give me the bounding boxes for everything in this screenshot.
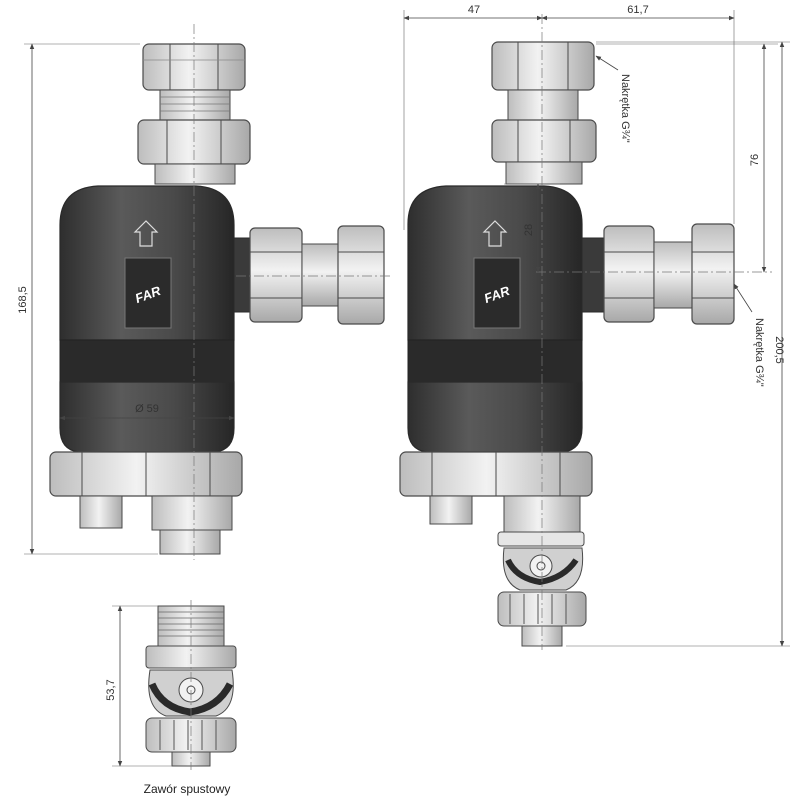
drain-height-label: 53,7 <box>105 679 117 700</box>
top-thread <box>159 89 231 121</box>
width-left-label: 47 <box>468 4 480 16</box>
brand-logo: FAR <box>124 257 172 329</box>
flow-arrow-icon <box>133 220 159 247</box>
height-dimension-front: 168,5 <box>17 43 158 555</box>
bottom-nut <box>49 451 243 497</box>
body-band <box>59 339 235 383</box>
bottom-stem <box>159 529 221 555</box>
height-total-dimension: 200,5 <box>566 41 790 647</box>
height-76-label: 76 <box>749 154 761 166</box>
height-total-label: 200,5 <box>773 336 785 364</box>
side-top-nut-upper <box>491 41 595 91</box>
drain-handle <box>148 682 234 716</box>
side-body-lower <box>407 381 583 453</box>
side-drain-valve <box>497 531 587 647</box>
side-brand-logo: FAR <box>473 257 521 329</box>
diameter-label: Ø 59 <box>135 403 159 415</box>
side-bottom-nut <box>399 451 593 497</box>
side-bottom-plug <box>429 495 473 525</box>
front-view: FAR Ø 59 168,5 <box>17 24 392 560</box>
body-lower <box>59 381 235 453</box>
side-view: FAR <box>399 4 790 650</box>
side-top-collar <box>505 161 583 185</box>
offset-28-label: 28 <box>523 224 535 236</box>
side-top-nut-lower <box>491 119 597 163</box>
side-body-port <box>581 237 605 313</box>
nut-side-label: Nakrętka G¾" <box>753 318 765 387</box>
drain-valve-detail: 53,7 Zawór spustowy <box>105 600 237 796</box>
bottom-plug-right <box>151 495 233 531</box>
nut-top-label: Nakrętka G¾" <box>619 74 631 143</box>
width-right-label: 61,7 <box>627 4 648 16</box>
offset-28-dimension: 28 <box>504 183 560 273</box>
height-label-front: 168,5 <box>17 286 29 314</box>
bottom-plug-left <box>79 495 123 529</box>
diameter-dimension: Ø 59 <box>59 403 235 421</box>
side-body-band <box>407 339 583 383</box>
drain-caption: Zawór spustowy <box>144 782 231 796</box>
width-dimensions: 47 61,7 <box>403 4 735 224</box>
top-collar <box>154 163 236 185</box>
side-port <box>233 237 251 313</box>
side-top-thread <box>507 89 579 121</box>
side-nut-front <box>249 225 385 325</box>
height-76-dimension: 76 <box>596 43 778 273</box>
nut-side-callout: Nakrętka G¾" <box>733 283 765 387</box>
side-connection <box>603 223 735 325</box>
nut-top-callout: Nakrętka G¾" <box>595 55 631 143</box>
side-flow-arrow-icon <box>482 220 508 247</box>
